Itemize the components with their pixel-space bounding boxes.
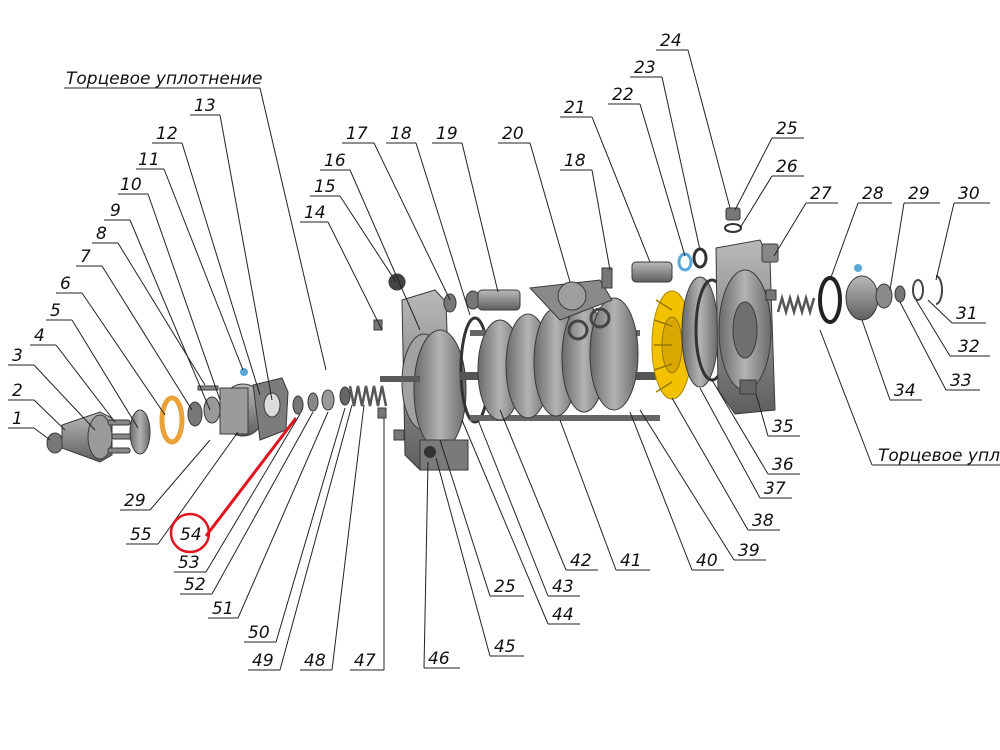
label-14: 14 — [304, 203, 326, 223]
label-25a: 25 — [776, 119, 798, 139]
label-46: 46 — [428, 649, 450, 669]
label-39: 39 — [738, 541, 760, 561]
label-16: 16 — [324, 151, 346, 171]
label-31: 31 — [956, 304, 978, 324]
label-seal-top: Торцевое уплотнение — [66, 69, 262, 89]
label-1: 1 — [12, 409, 23, 429]
label-11: 11 — [138, 150, 160, 170]
label-33: 33 — [950, 371, 972, 391]
part-labels: Торцевое уплотнение Торцевое упл 1 2 3 4… — [12, 31, 1000, 671]
label-32: 32 — [958, 337, 980, 357]
label-24: 24 — [660, 31, 682, 51]
parts-illustration — [46, 207, 943, 471]
label-29a: 29 — [124, 491, 146, 511]
seal-parts — [292, 319, 388, 419]
label-38: 38 — [752, 511, 774, 531]
label-25b: 25 — [494, 577, 516, 597]
label-2: 2 — [12, 381, 23, 401]
label-47: 47 — [354, 651, 376, 671]
label-15: 15 — [314, 177, 336, 197]
label-48: 48 — [304, 651, 326, 671]
label-34: 34 — [894, 381, 916, 401]
label-4: 4 — [34, 326, 45, 346]
label-26: 26 — [776, 157, 798, 177]
label-51: 51 — [212, 599, 234, 619]
label-50: 50 — [248, 623, 270, 643]
coupling-part — [46, 409, 151, 463]
label-21: 21 — [564, 98, 586, 118]
discharge-housing — [715, 207, 779, 415]
label-5: 5 — [50, 301, 61, 321]
spring-left — [348, 385, 388, 407]
label-40: 40 — [696, 551, 718, 571]
label-37: 37 — [764, 479, 786, 499]
label-7: 7 — [80, 247, 91, 267]
label-49: 49 — [252, 651, 274, 671]
bearing-housing — [219, 368, 289, 441]
label-6: 6 — [60, 274, 71, 294]
label-23: 23 — [634, 58, 656, 78]
label-30: 30 — [958, 184, 980, 204]
label-22: 22 — [612, 85, 634, 105]
label-27: 27 — [810, 184, 832, 204]
label-36: 36 — [772, 455, 794, 475]
gasket-rings — [159, 385, 221, 445]
label-3: 3 — [12, 346, 23, 366]
o-rings-right — [677, 247, 730, 388]
label-45: 45 — [494, 637, 516, 657]
label-9: 9 — [110, 201, 121, 221]
leader-lines — [8, 49, 1000, 671]
label-42: 42 — [570, 551, 592, 571]
label-55: 55 — [130, 525, 152, 545]
stage-assembly — [460, 261, 673, 421]
label-28: 28 — [862, 184, 884, 204]
inlet-housing — [380, 273, 469, 471]
label-10: 10 — [120, 175, 142, 195]
label-13: 13 — [194, 96, 216, 116]
label-8: 8 — [96, 224, 107, 244]
label-12: 12 — [156, 124, 178, 144]
spring-right — [776, 293, 816, 317]
label-19: 19 — [436, 124, 458, 144]
label-54: 54 — [180, 525, 202, 545]
right-bearing-parts — [776, 264, 943, 324]
label-18b: 18 — [564, 151, 586, 171]
label-41: 41 — [620, 551, 642, 571]
label-20: 20 — [502, 124, 524, 144]
label-53: 53 — [178, 553, 200, 573]
label-17: 17 — [346, 124, 368, 144]
label-43: 43 — [552, 577, 574, 597]
label-18a: 18 — [390, 124, 412, 144]
label-seal-right: Торцевое упл — [878, 446, 1000, 466]
label-35: 35 — [772, 417, 794, 437]
highlight-54 — [169, 417, 298, 554]
label-29b: 29 — [908, 184, 930, 204]
label-44: 44 — [552, 605, 574, 625]
label-52: 52 — [184, 575, 206, 595]
